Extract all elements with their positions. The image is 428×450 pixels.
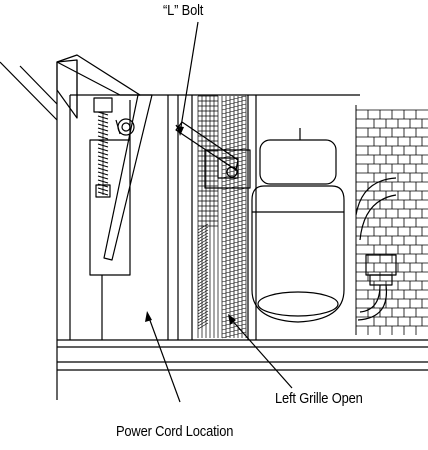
top-rail [0,54,141,121]
cabinet-frame [56,62,428,400]
spring-coil [97,111,109,196]
l-bolt [175,121,251,189]
l-bolt-label: “L” Bolt [163,2,204,19]
tubing [355,177,397,321]
screw-icon [115,118,135,136]
panel-lines [167,95,257,340]
condenser-coil [355,105,428,335]
power-cord-location-label: Power Cord Location [116,423,234,440]
left-grille-open-label: Left Grille Open [275,390,363,407]
grille-mesh [197,95,247,339]
compressor-canister [251,128,345,323]
leader-arrows [145,126,236,325]
diagonal-brace [103,94,153,261]
